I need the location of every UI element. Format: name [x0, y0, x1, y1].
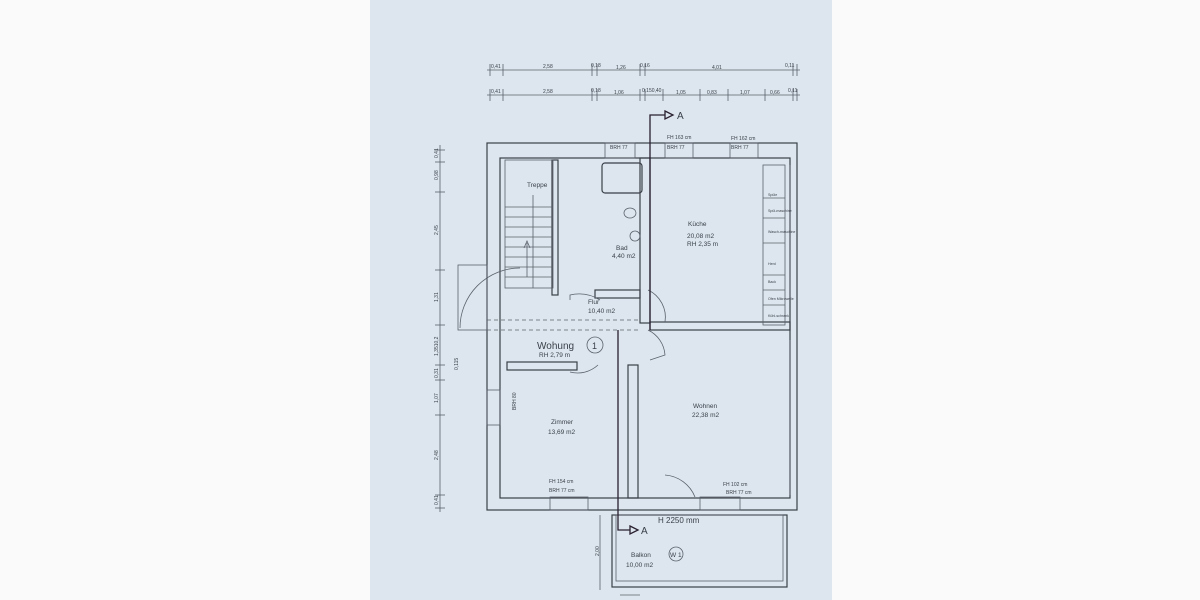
dim-label: 0,150,40: [642, 88, 662, 94]
room-treppe: Treppe: [527, 182, 548, 189]
kitchen-unit: Back: [768, 280, 776, 284]
window-label: BRH 77 cm: [726, 490, 752, 496]
toilet-icon: [623, 207, 637, 219]
window-labels: BRH 77 FH 163 cm BRH 77 FH 162 cm BRH 77…: [512, 135, 755, 525]
window-label: FH 162 cm: [731, 136, 755, 142]
room-zimmer-area: 13,69 m2: [548, 429, 575, 436]
room-wohnen-name: Wohnen: [693, 403, 717, 410]
dim-label: 0,83: [707, 90, 717, 96]
apartment-number-circle: [586, 336, 604, 354]
kitchen-unit: Kühl-schrank: [768, 314, 789, 318]
walls: [457, 142, 798, 596]
room-flur-area: 10,40 m2: [588, 308, 615, 315]
dim-label: 0,11: [785, 63, 795, 69]
section-marker-bottom: A: [641, 526, 648, 537]
room-zimmer-name: Zimmer: [551, 419, 574, 426]
room-balkon-tag: W 1: [670, 552, 682, 559]
window-label: FH 102 cm: [723, 482, 747, 488]
dim-label: 0,115: [454, 358, 460, 370]
window-label: BRH 77: [667, 145, 685, 151]
dim-label: 0,41: [434, 148, 440, 158]
room-balkon-area: 10,00 m2: [626, 562, 653, 569]
sink-icon: [629, 230, 641, 242]
room-wohnung-name: Wohung: [537, 341, 574, 352]
room-kueche-area: 20,08 m2: [687, 233, 714, 240]
left-dimension-line: 0,41 0,98 2,45 1,31 1,3510,2 0,31 1,07 2…: [434, 145, 460, 512]
dim-label: 0,31: [434, 368, 440, 378]
balcony-tag-circle: [668, 546, 684, 562]
door-height-label: H 2250 mm: [658, 516, 700, 525]
dim-label: 4,01: [712, 65, 722, 71]
top-dimension-lines: 0,41 2,58 0,18 1,26 0,16 4,01 0,11 0,41 …: [487, 63, 800, 101]
dim-label: 0,41: [491, 89, 501, 95]
room-wohnen-area: 22,38 m2: [692, 412, 719, 419]
dim-label: 1,05: [676, 90, 686, 96]
dim-label: 0,98: [434, 170, 440, 180]
room-bad-name: Bad: [616, 245, 628, 252]
room-wohnung-number: 1: [592, 341, 597, 351]
dim-label: 2,48: [434, 450, 440, 460]
kitchen-unit: Herd: [768, 262, 776, 266]
dim-label: 1,3510,2: [434, 336, 440, 356]
dim-label: 0,41: [434, 495, 440, 505]
window-label: FH 163 cm: [667, 135, 691, 141]
dim-label: 0,11: [788, 88, 798, 94]
window-label: BRH 77: [610, 145, 628, 151]
balkon-dim-label: 2,00: [595, 546, 601, 556]
dim-label: 2,45: [434, 225, 440, 235]
kitchen-unit: Spüle: [768, 193, 777, 197]
kitchen-unit: Ofen Mikrowelle: [768, 297, 794, 301]
dim-label: 0,18: [591, 88, 601, 94]
dim-label: 1,31: [434, 292, 440, 302]
kitchen-unit: Spül-maschine: [768, 209, 792, 213]
window-label: BRH 80: [512, 392, 518, 410]
dim-label: 0,18: [591, 63, 601, 69]
dim-label: 1,07: [740, 90, 750, 96]
dim-label: 2,58: [543, 64, 553, 70]
room-bad-area: 4,40 m2: [612, 253, 636, 260]
kitchen-unit-labels: Spüle Spül-maschine Wasch-maschine Herd …: [768, 193, 795, 318]
paper-sheet: [370, 0, 832, 600]
section-marker-top: A: [677, 111, 684, 122]
dim-label: 1,07: [434, 393, 440, 403]
section-line-a: A A: [617, 109, 684, 537]
window-label: BRH 77: [731, 145, 749, 151]
bathtub-icon: [601, 162, 643, 194]
dim-label: 2,58: [543, 89, 553, 95]
kitchen-unit: Wasch-maschine: [768, 230, 795, 234]
dim-label: 0,66: [770, 90, 780, 96]
dim-label: 0,41: [491, 64, 501, 70]
room-kueche-name: Küche: [688, 221, 707, 228]
window-label: BRH 77 cm: [549, 488, 575, 494]
dim-label: 1,06: [614, 90, 624, 96]
window-label: FH 154 cm: [549, 479, 573, 485]
room-wohnung-rh: RH 2,79 m: [539, 352, 570, 359]
room-kueche-rh: RH 2,35 m: [687, 241, 718, 248]
dim-label: 1,26: [616, 65, 626, 71]
room-balkon-name: Balkon: [631, 552, 651, 559]
room-labels: Treppe Bad 4,40 m2 Küche 20,08 m2 RH 2,3…: [527, 182, 719, 569]
room-flur-name: Flur: [588, 299, 600, 306]
dim-label: 0,16: [640, 63, 650, 69]
